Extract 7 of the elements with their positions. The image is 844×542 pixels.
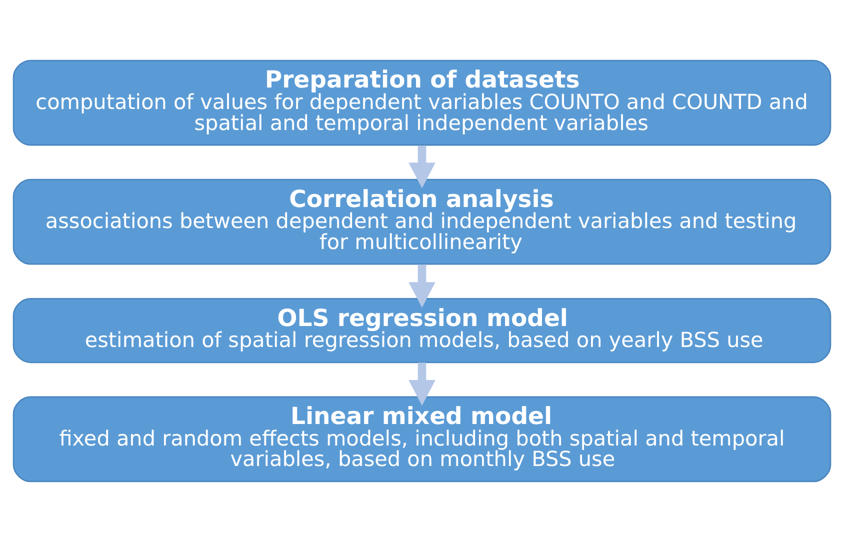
node-box: Preparation of datasets computation of values for dependent variables COUNTO and COUNTD and spatial and temporal independent variables	[12, 60, 832, 146]
arrow	[408, 362, 436, 406]
node-box: Correlation analysis associations between dependent and independent variables and testing for multicollinearity	[12, 178, 832, 265]
arrow	[408, 145, 436, 188]
arrow	[408, 264, 436, 308]
node-box: Linear mixed model fixed and random effects models, including both spatial and temporal variables, based on monthly BSS use	[12, 396, 832, 482]
node-box: OLS regression model estimation of spatial regression models, based on yearly BSS use	[12, 298, 832, 364]
